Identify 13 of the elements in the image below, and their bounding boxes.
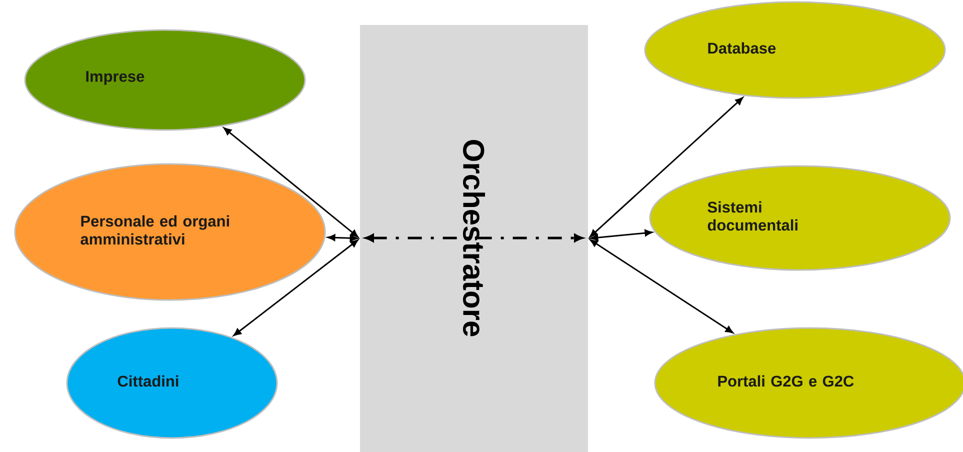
orchestrator-box: Orchestratore [360,25,588,452]
ellipse-node: Portali G2G e G2C [654,327,963,439]
arrow [590,97,744,238]
arrow [233,240,358,336]
ellipse-node: Sistemi documentali [649,165,951,271]
arrow [590,230,653,241]
ellipse-node: Personale ed organi amministrativi [14,163,326,301]
arrow [590,239,734,334]
ellipse-node: Imprese [24,29,306,131]
arrow [327,234,358,242]
ellipse-node: Cittadini [66,327,278,439]
ellipse-node: Database [644,1,946,99]
arrow [224,127,358,238]
